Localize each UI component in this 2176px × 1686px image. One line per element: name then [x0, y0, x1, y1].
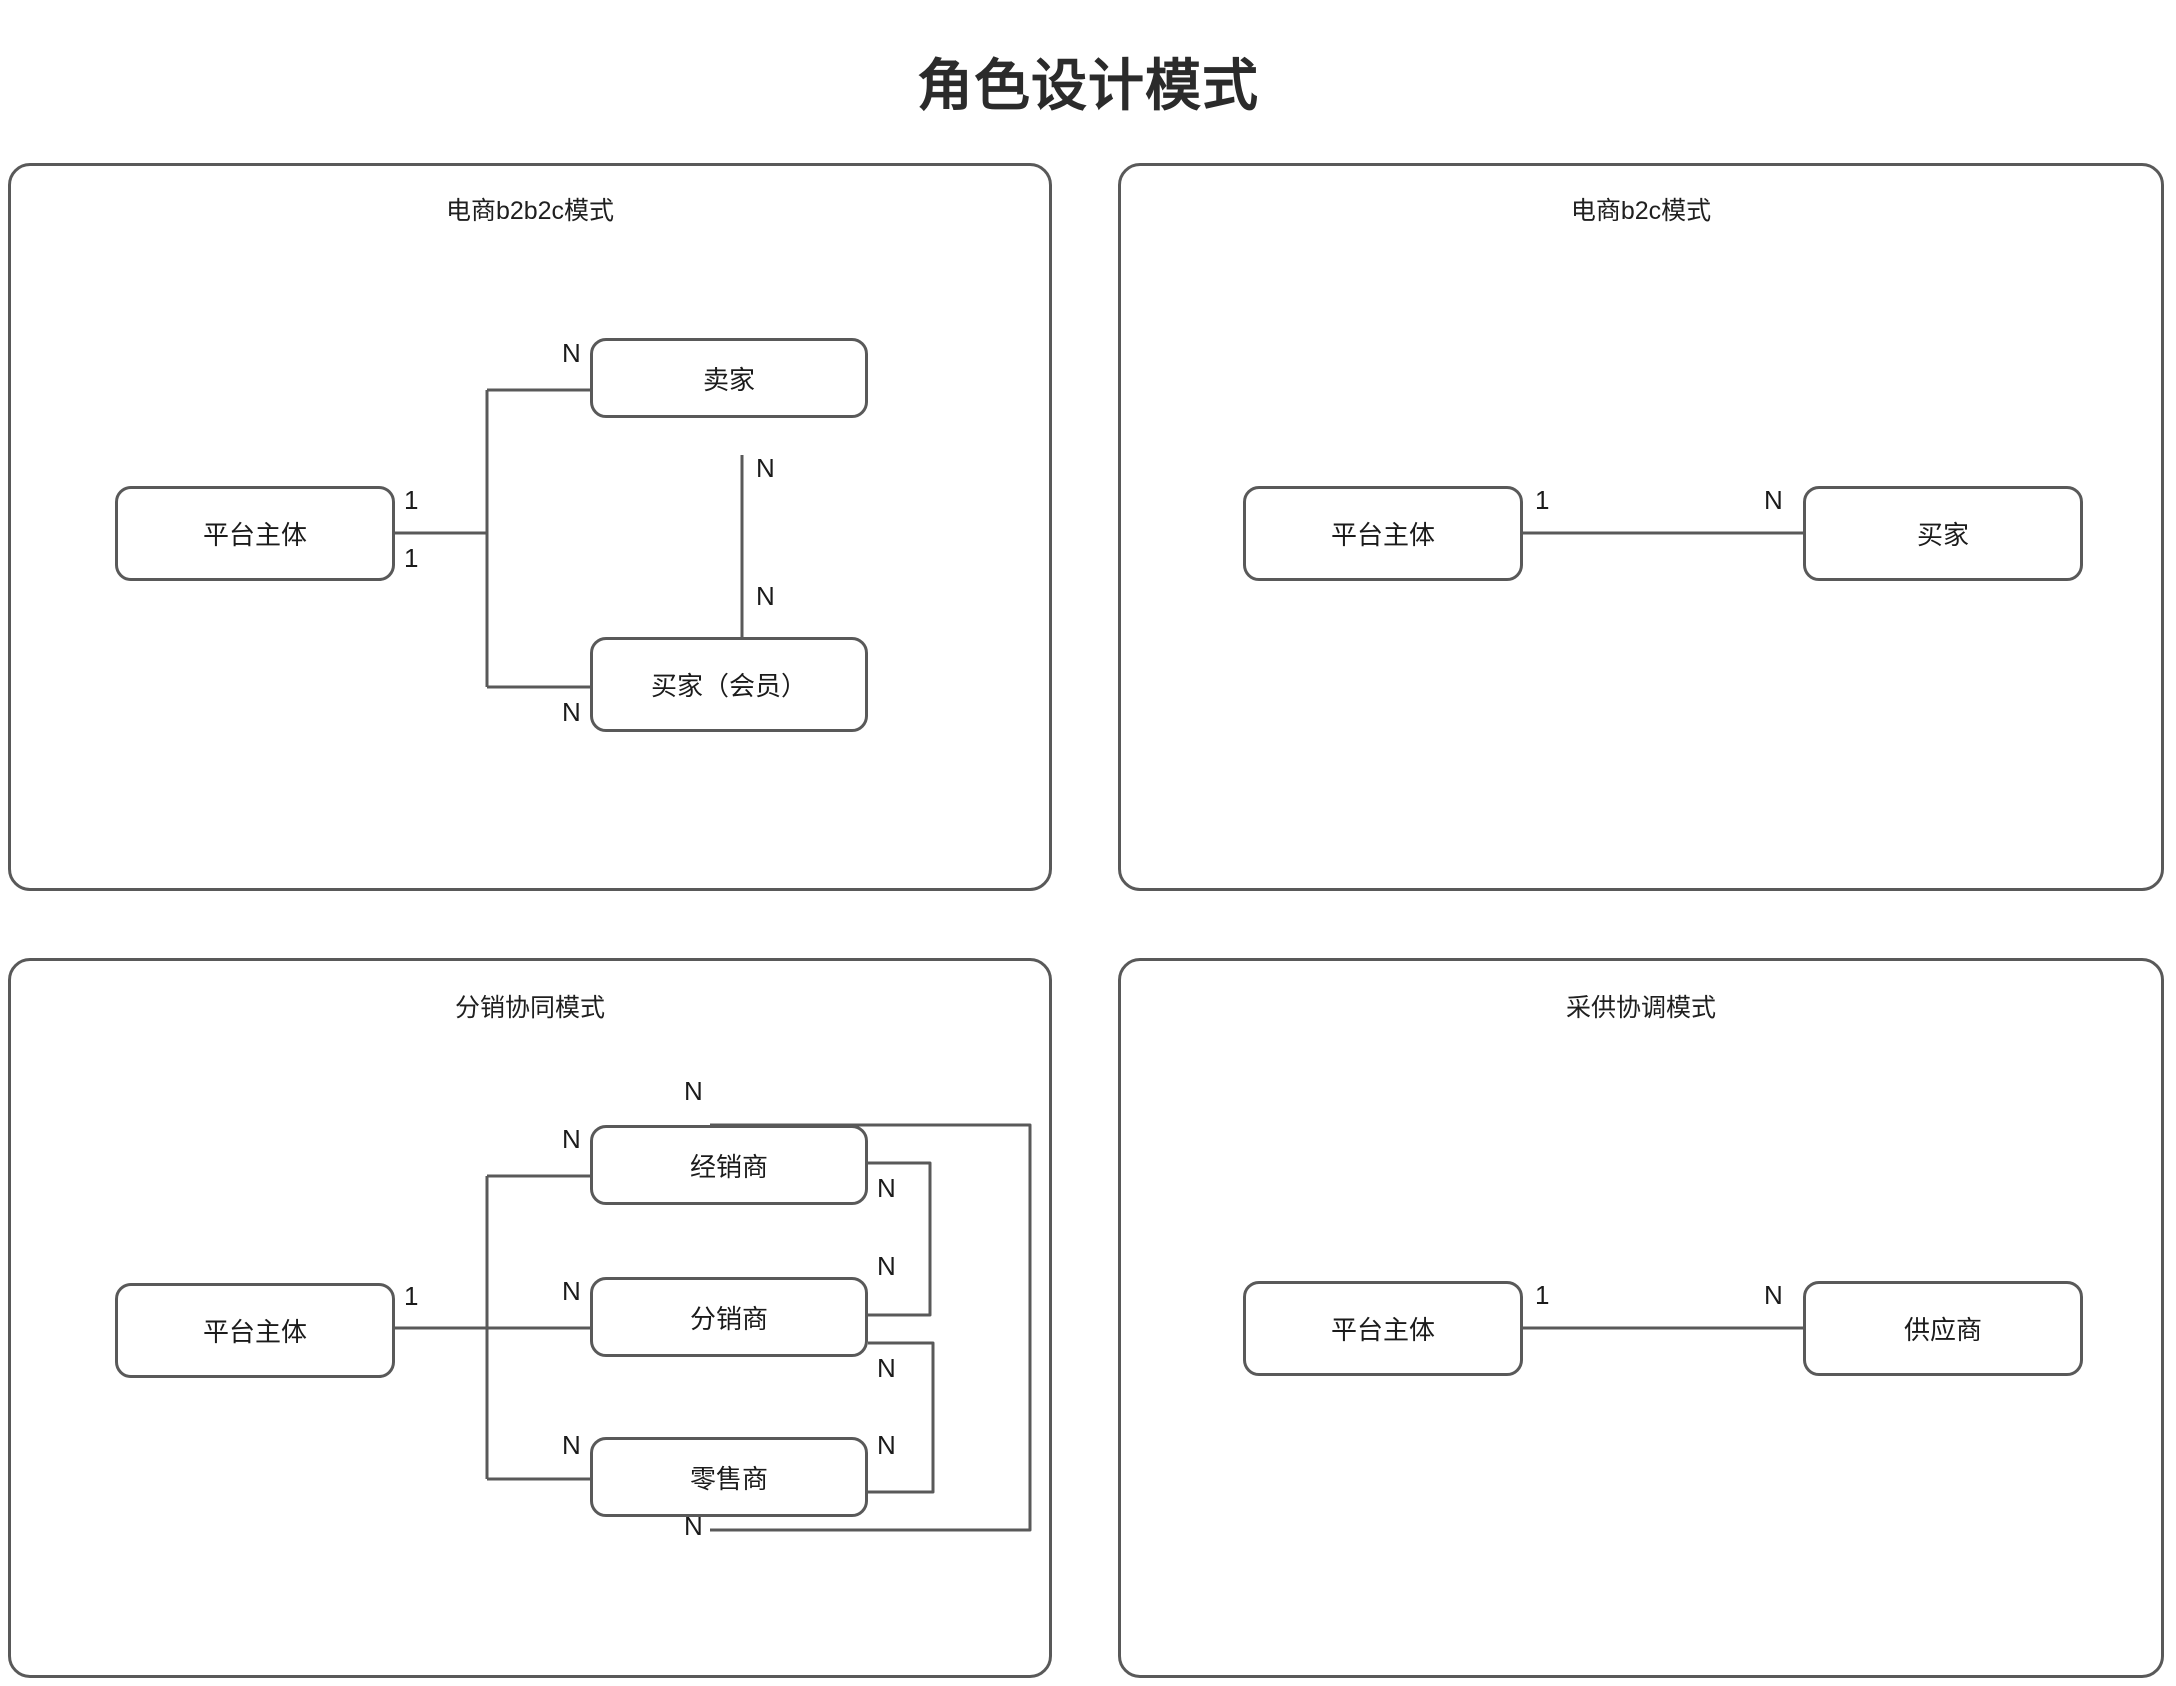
node-seller[interactable]: 卖家: [590, 338, 868, 418]
edge-label-seller-down: N: [756, 453, 775, 483]
edge-label-platform-buyer: 1: [404, 543, 419, 573]
node-platform-dist[interactable]: 平台主体: [115, 1283, 395, 1378]
edge-label-dist-platform: 1: [404, 1281, 419, 1311]
edge-label-distributor-right-down: N: [877, 1353, 896, 1383]
panel-title-dist: 分销协同模式: [454, 994, 605, 1022]
panel-title-b2b2c: 电商b2b2c模式: [445, 197, 615, 225]
page-title: 角色设计模式: [917, 53, 1259, 117]
node-dealer[interactable]: 经销商: [590, 1125, 868, 1205]
edge-label-distributor-right-up: N: [877, 1251, 896, 1281]
edge-label-retailer-bottom: N: [684, 1511, 703, 1541]
edge-label-retailer-left: N: [562, 1430, 581, 1460]
panel-title-supply: 采供协调模式: [1565, 994, 1716, 1022]
edge-label-retailer-right: N: [877, 1430, 896, 1460]
edge-label-b2c-left: 1: [1535, 485, 1550, 515]
edge-label-distributor-left: N: [562, 1276, 581, 1306]
panel-title-b2c: 电商b2c模式: [1570, 197, 1712, 225]
node-platform-b2b2c[interactable]: 平台主体: [115, 486, 395, 581]
edge-label-dealer-top: N: [684, 1076, 703, 1106]
node-platform-b2c[interactable]: 平台主体: [1243, 486, 1523, 581]
edge-label-dealer-right: N: [877, 1173, 896, 1203]
node-distributor[interactable]: 分销商: [590, 1277, 868, 1357]
edge-label-buyer-up: N: [756, 581, 775, 611]
edge-label-supply-right: N: [1764, 1280, 1783, 1310]
edge-label-platform-seller: 1: [404, 485, 419, 515]
edge-label-dealer-left: N: [562, 1124, 581, 1154]
edge-label-b2c-right: N: [1764, 485, 1783, 515]
node-retailer[interactable]: 零售商: [590, 1437, 868, 1517]
edge-label-seller-in: N: [562, 338, 581, 368]
node-platform-supply[interactable]: 平台主体: [1243, 1281, 1523, 1376]
panel-ecommerce-b2b2c[interactable]: [8, 163, 1052, 891]
edge-label-buyer-in: N: [562, 697, 581, 727]
edge-label-supply-left: 1: [1535, 1280, 1550, 1310]
node-buyer[interactable]: 买家: [1803, 486, 2083, 581]
node-buyer-member[interactable]: 买家（会员）: [590, 637, 868, 732]
node-supplier[interactable]: 供应商: [1803, 1281, 2083, 1376]
